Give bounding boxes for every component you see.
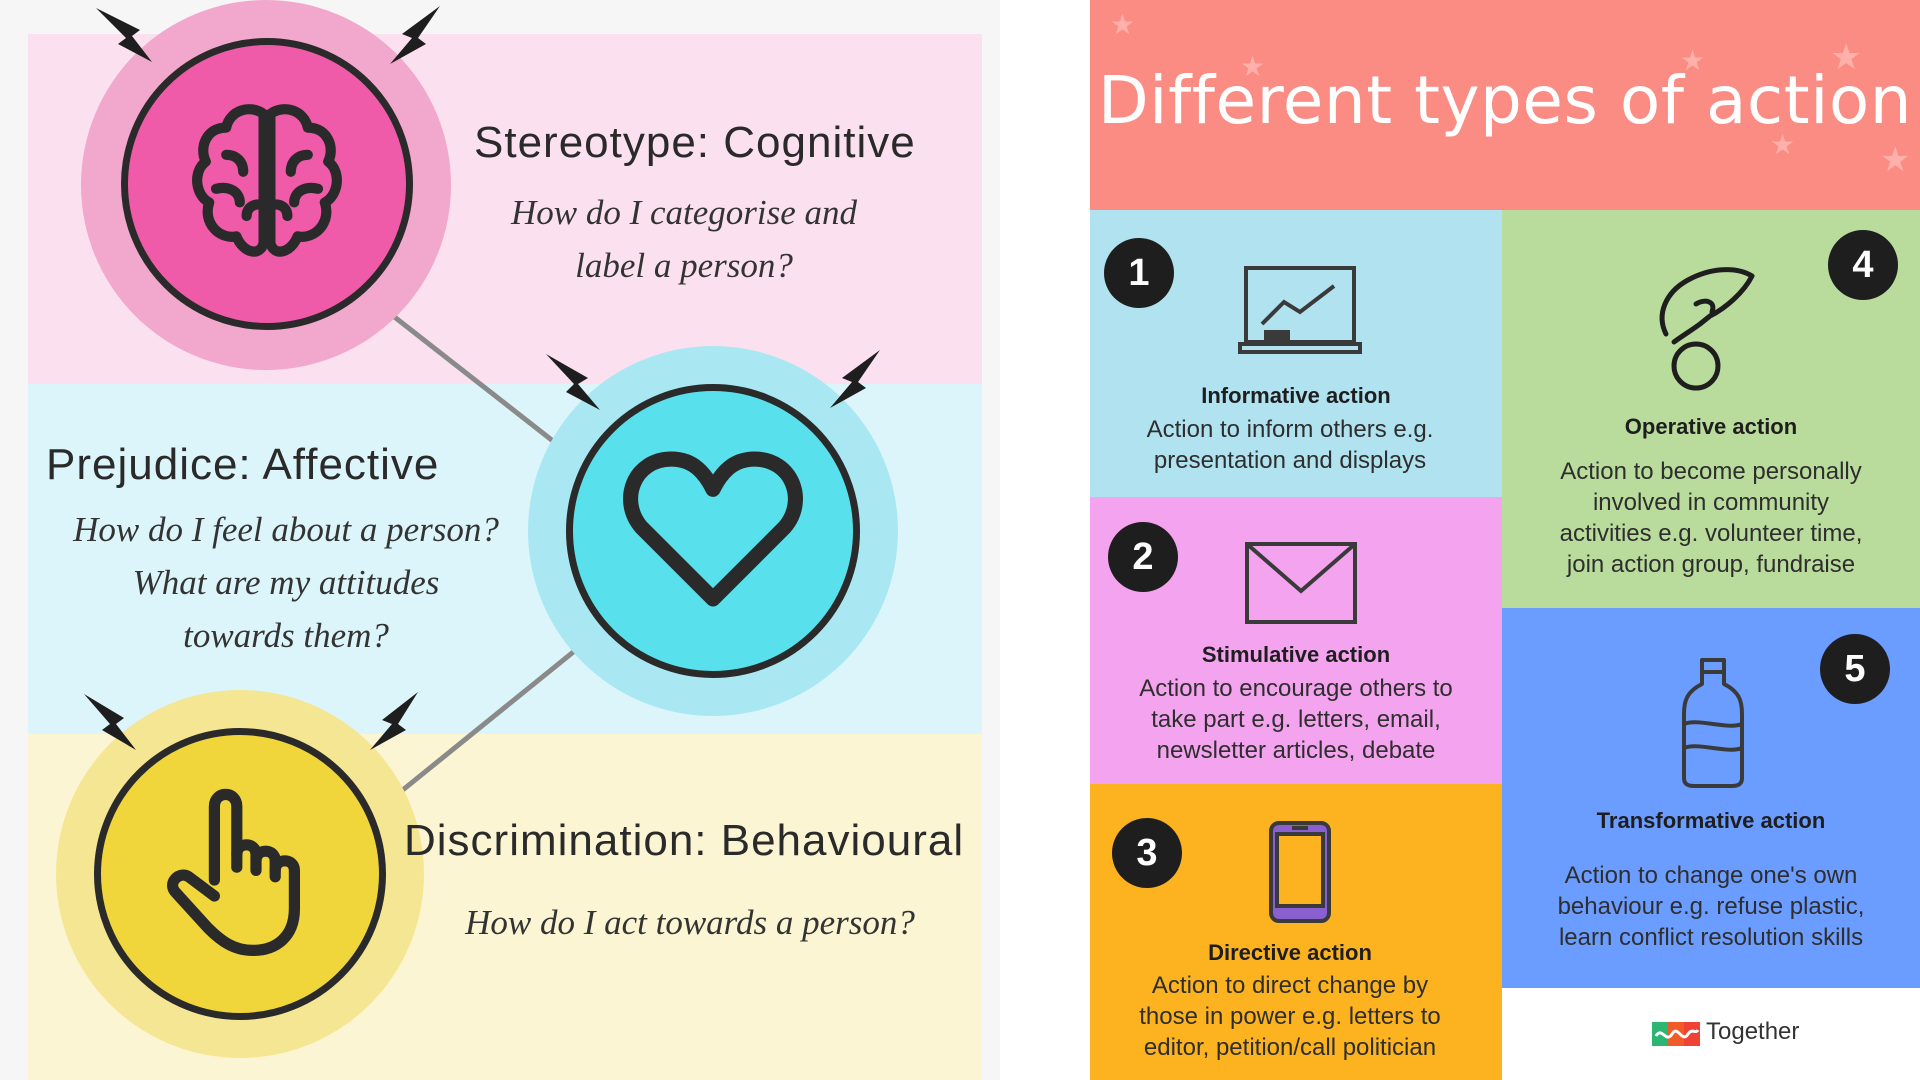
hand-coin-icon <box>1652 264 1762 399</box>
number-badge: 1 <box>1104 238 1174 308</box>
connector-heart-hand <box>376 630 600 812</box>
question-line: How do I feel about a person? <box>73 510 499 549</box>
smartphone-icon <box>1268 820 1332 929</box>
star-icon: ★ <box>1110 9 1136 40</box>
card-description: Action to become personally involved in … <box>1502 456 1920 580</box>
card-title: Informative action <box>1201 383 1391 408</box>
directive-card: 3 Directive action Action to direct chan… <box>1090 784 1502 1080</box>
desc-line: Action to direct change by <box>1151 972 1429 999</box>
desc-line: behaviour e.g. refuse plastic, <box>1557 893 1865 920</box>
desc-line: join action group, fundraise <box>1566 551 1856 578</box>
card-title: Stimulative action <box>1201 642 1391 667</box>
question-line: How do I act towards a person? <box>465 903 915 942</box>
desc-line: newsletter articles, debate <box>1156 737 1436 764</box>
desc-line: Action to encourage others to <box>1139 675 1453 702</box>
logo-area: Together <box>1502 988 1920 1080</box>
question-line: How do I categorise and <box>510 193 858 232</box>
desc-line: Action to become personally <box>1560 458 1862 485</box>
behavioural-question: How do I act towards a person? <box>430 896 950 949</box>
lightning-icon <box>390 6 440 64</box>
lightning-icon <box>370 692 418 750</box>
desc-line: presentation and displays <box>1153 447 1427 474</box>
desc-line: take part e.g. letters, email, <box>1151 706 1441 733</box>
card-description: Action to direct change by those in powe… <box>1090 970 1490 1063</box>
title-banner: ★ ★ ★ ★ ★ ★ Different types of action <box>1090 0 1920 210</box>
together-logo-icon <box>1652 1018 1700 1055</box>
logo-text: Together <box>1706 1018 1800 1045</box>
desc-line: learn conflict resolution skills <box>1558 924 1864 951</box>
informative-card: 1 Informative action Action to inform ot… <box>1090 210 1502 497</box>
pointing-hand-icon <box>160 782 320 967</box>
lightning-icon <box>96 8 152 62</box>
lightning-accents <box>84 6 880 750</box>
transformative-card: 5 Transformative action Action to change… <box>1502 608 1920 988</box>
card-description: Action to change one's own behaviour e.g… <box>1502 860 1920 953</box>
question-line: label a person? <box>575 246 793 285</box>
heart-circle <box>566 384 860 678</box>
envelope-icon <box>1244 541 1358 630</box>
presentation-board-icon <box>1238 264 1362 365</box>
star-icon: ★ <box>1880 141 1911 179</box>
desc-line: activities e.g. volunteer time, <box>1559 520 1863 547</box>
brain-icon <box>182 97 352 272</box>
page-title: Different types of action <box>1097 62 1913 139</box>
lightning-icon <box>830 350 880 408</box>
brain-circle <box>121 38 413 330</box>
operative-card: 4 Operative action Action to become pers… <box>1502 210 1920 608</box>
star-icon: ★ <box>1830 36 1863 77</box>
hand-circle <box>94 728 386 1020</box>
cognitive-question: How do I categorise and label a person? <box>444 186 924 292</box>
star-icon: ★ <box>1240 51 1266 82</box>
attitude-components-panel: Stereotype: Cognitive How do I categoris… <box>28 0 982 1080</box>
number-badge: 5 <box>1820 634 1890 704</box>
star-icon: ★ <box>1770 129 1796 160</box>
number-badge: 2 <box>1108 522 1178 592</box>
question-line: What are my attitudes <box>132 563 440 602</box>
action-types-panel: ★ ★ ★ ★ ★ ★ Different types of action 1 … <box>1090 0 1920 1080</box>
card-title: Operative action <box>1624 414 1798 439</box>
desc-line: those in power e.g. letters to <box>1139 1003 1441 1030</box>
desc-line: Action to change one's own <box>1564 862 1858 889</box>
affective-question: How do I feel about a person? What are m… <box>36 503 536 662</box>
heart-icon <box>618 444 808 619</box>
star-icon: ★ <box>1680 45 1706 76</box>
desc-line: involved in community <box>1592 489 1830 516</box>
lightning-icon <box>84 694 136 750</box>
stimulative-card: 2 Stimulative action Action to encourage… <box>1090 497 1502 784</box>
bottle-icon <box>1678 658 1748 793</box>
behavioural-heading: Discrimination: Behavioural <box>404 816 965 865</box>
cognitive-heading: Stereotype: Cognitive <box>474 118 916 167</box>
number-badge: 3 <box>1112 818 1182 888</box>
card-title: Directive action <box>1208 940 1372 965</box>
desc-line: editor, petition/call politician <box>1143 1034 1437 1061</box>
desc-line: Action to inform others e.g. <box>1146 416 1434 443</box>
lightning-icon <box>546 354 600 410</box>
card-description: Action to inform others e.g. presentatio… <box>1090 414 1490 476</box>
affective-heading: Prejudice: Affective <box>46 440 440 489</box>
question-line: towards them? <box>183 616 389 655</box>
number-badge: 4 <box>1828 230 1898 300</box>
card-title: Transformative action <box>1596 808 1826 833</box>
card-description: Action to encourage others to take part … <box>1090 673 1502 766</box>
